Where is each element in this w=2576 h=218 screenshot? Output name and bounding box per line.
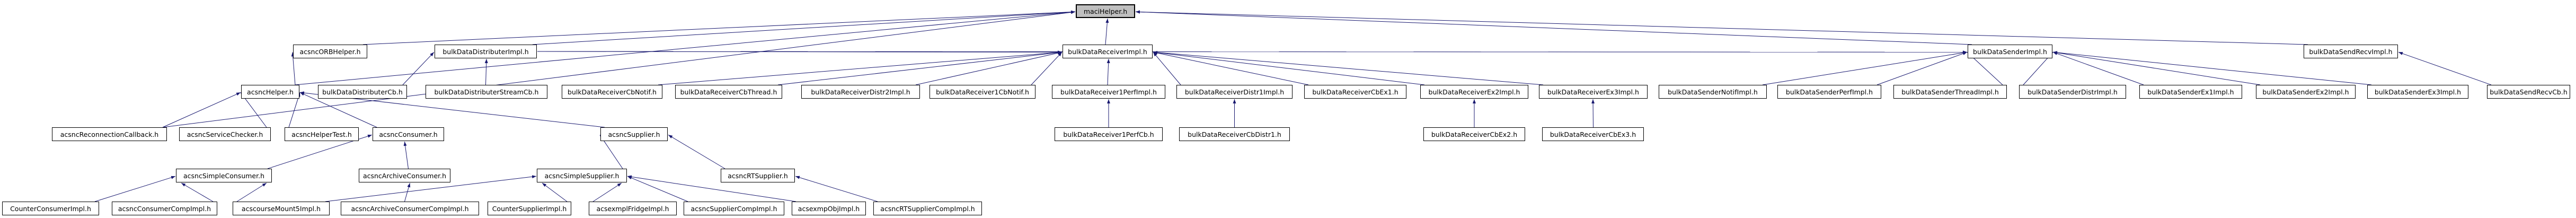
edge-acsexmpobjimpl-h-to-acsncsimplesupplier-h — [627, 175, 796, 202]
edge-bulkdatadistributerimpl-h-to-bulkdatasenderimpl-h — [537, 50, 1968, 54]
node-bulkdatareceiver1perfcb-h[interactable]: bulkDataReceiver1PerfCb.h — [1055, 127, 1163, 141]
edge-bulkdatasenderex2impl-h-to-bulkdatasenderimpl-h — [2052, 51, 2261, 85]
edge-bulkdatadistributercb-h-to-bulkdatadistributerimpl-h — [402, 51, 435, 85]
edge-bulkdatasenderimpl-h-to-macihelper-h — [1135, 10, 1972, 45]
node-bulkdatasendrecvcb-h[interactable]: bulkDataSendRecvCb.h — [2487, 85, 2570, 99]
node-acsncorbhelper-h[interactable]: acsncORBHelper.h — [293, 45, 367, 58]
node-acsncsimpleconsumer-h[interactable]: acsncSimpleConsumer.h — [176, 169, 272, 182]
edge-acsncrtsupplier-h-to-acsncsupplier-h — [668, 134, 725, 169]
edge-acsncreconnectioncallback-h-to-macihelper-h — [162, 11, 1076, 128]
node-acsncreconnectioncallback-h[interactable]: acsncReconnectionCallback.h — [52, 127, 167, 141]
edge-bulkdatadistributerimpl-h-to-macihelper-h — [532, 10, 1076, 45]
edge-bulkdatareceiverex3impl-h-to-bulkdatareceiverimpl-h — [1153, 50, 1544, 85]
node-bulkdatasenderimpl-h[interactable]: bulkDataSenderImpl.h — [1968, 45, 2052, 58]
edge-bulkdatareceivercbthread-h-to-bulkdatareceiverimpl-h — [777, 51, 1063, 85]
node-bulkdatasenderdistrimpl-h[interactable]: bulkDataSenderDistrImpl.h — [2019, 85, 2126, 99]
node-acsncsuppliercompimpl-h[interactable]: acsncSupplierCompImpl.h — [684, 202, 784, 215]
node-bulkdatasendernotifimpl-h[interactable]: bulkDataSenderNotifImpl.h — [1659, 85, 1767, 99]
node-acsncservicechecker-h[interactable]: acsncServiceChecker.h — [179, 127, 271, 141]
edge-bulkdatareceiverdistr1impl-h-to-bulkdatareceiverimpl-h — [1153, 51, 1181, 85]
edge-acscoursemount5impl-h-to-acsncsimplesupplier-h — [325, 175, 537, 202]
edge-bulkdatareceiverex2impl-h-to-bulkdatareceiverimpl-h — [1153, 51, 1425, 85]
edge-acsncrtsuppliercompimpl-h-to-acsncrtsupplier-h — [795, 176, 878, 202]
node-bulkdatareceiverex3impl-h[interactable]: bulkDataReceiverEx3Impl.h — [1539, 85, 1648, 99]
edge-acsncorbhelper-h-to-macihelper-h — [362, 10, 1076, 45]
edge-bulkdatadistributerstreamcb-h-to-bulkdatadistributerimpl-h — [484, 58, 488, 85]
edge-acsncreconnectioncallback-h-to-acsnchelper-h — [162, 92, 241, 128]
edge-bulkdatasenderex3impl-h-to-bulkdatasenderimpl-h — [2052, 51, 2372, 85]
node-bulkdatareceiverimpl-h[interactable]: bulkDataReceiverImpl.h — [1063, 45, 1153, 58]
node-bulkdatareceivercbnotif-h[interactable]: bulkDataReceiverCbNotif.h — [562, 85, 662, 99]
node-acsexmpobjimpl-h[interactable]: acsexmpObjImpl.h — [792, 202, 866, 215]
node-acsncarchiveconsumer-h[interactable]: acsncArchiveConsumer.h — [359, 169, 450, 182]
edge-acsexmplfridgeimpl-h-to-acsncsimplesupplier-h — [592, 182, 622, 202]
node-bulkdatareceiverex2impl-h[interactable]: bulkDataReceiverEx2Impl.h — [1420, 85, 1528, 99]
node-bulkdatasenderex1impl-h[interactable]: bulkDataSenderEx1Impl.h — [2139, 85, 2242, 99]
node-countersupplierimpl-h[interactable]: CounterSupplierImpl.h — [488, 202, 571, 215]
edge-bulkdatareceiverimpl-h-to-macihelper-h — [1105, 18, 1109, 45]
edge-acsncarchiveconsumer-h-to-acsncconsumer-h — [403, 141, 409, 169]
edge-bulkdatareceiver1cbnotif-h-to-bulkdatareceiverimpl-h — [1031, 51, 1063, 85]
edge-bulkdatareceivercbnotif-h-to-bulkdatareceiverimpl-h — [658, 50, 1063, 85]
node-acsncsupplier-h[interactable]: acsncSupplier.h — [600, 127, 668, 141]
edge-bulkdatasenderex1impl-h-to-bulkdatasenderimpl-h — [2052, 51, 2144, 85]
node-acsncarchiveconsumercompimpl-h[interactable]: acsncArchiveConsumerCompImpl.h — [341, 202, 479, 215]
node-bulkdatareceivercbex2-h[interactable]: bulkDataReceiverCbEx2.h — [1423, 127, 1525, 141]
node-bulkdatareceivercbex3-h[interactable]: bulkDataReceiverCbEx3.h — [1542, 127, 1644, 141]
node-bulkdatareceiver1cbnotif-h[interactable]: bulkDataReceiver1CbNotif.h — [930, 85, 1035, 99]
node-bulkdatadistributercb-h[interactable]: bulkDataDistributerCb.h — [318, 85, 407, 99]
node-acsncrtsupplier-h[interactable]: acsncRTSupplier.h — [721, 169, 795, 182]
node-acsncconsumercompimpl-h[interactable]: acsncConsumerCompImpl.h — [112, 202, 217, 215]
node-bulkdatasenderex2impl-h[interactable]: bulkDataSenderEx2Impl.h — [2256, 85, 2356, 99]
edge-acsncconsumer-h-to-acsnchelper-h — [299, 92, 377, 128]
edge-countersupplierimpl-h-to-acsncsimplesupplier-h — [542, 182, 568, 202]
node-bulkdatareceiverdistr2impl-h[interactable]: bulkDataReceiverDistr2Impl.h — [801, 85, 920, 99]
edge-counterconsumerimpl-h-to-acsncsimpleconsumer-h — [94, 176, 176, 202]
edge-bulkdatareceivercbex1-h-to-bulkdatareceiverimpl-h — [1153, 51, 1309, 85]
node-bulkdatadistributerimpl-h[interactable]: bulkDataDistributerImpl.h — [435, 45, 537, 58]
edge-bulkdatareceiver1perfimpl-h-to-bulkdatareceiverimpl-h — [1106, 58, 1110, 85]
edge-acsncconsumercompimpl-h-to-acsncsimpleconsumer-h — [181, 182, 214, 202]
edge-acsncarchiveconsumercompimpl-h-to-acsncarchiveconsumer-h — [404, 182, 411, 202]
node-acsnchelper-h[interactable]: acsncHelper.h — [241, 85, 299, 99]
edge-bulkdatareceiverdistr2impl-h-to-bulkdatareceiverimpl-h — [915, 51, 1063, 85]
node-bulkdatadistributerstreamcb-h[interactable]: bulkDataDistributerStreamCb.h — [426, 85, 547, 99]
edge-acsnchelper-h-to-macihelper-h — [295, 11, 1076, 85]
edge-acscoursemount5impl-h-to-acsncsimpleconsumer-h — [236, 182, 267, 202]
node-bulkdatareceiverdistr1impl-h[interactable]: bulkDataReceiverDistr1Impl.h — [1176, 85, 1293, 99]
node-macihelper-h: maciHelper.h — [1076, 4, 1135, 18]
node-acsncrtsuppliercompimpl-h[interactable]: acsncRTSupplierCompImpl.h — [873, 202, 982, 215]
node-bulkdatareceivercbdistr1-h[interactable]: bulkDataReceiverCbDistr1.h — [1179, 127, 1290, 141]
edge-bulkdatasendrecvcb-h-to-bulkdatasendrecvimpl-h — [2398, 51, 2492, 85]
node-acscoursemount5impl-h[interactable]: acscourseMount5Impl.h — [233, 202, 330, 215]
edge-bulkdatasendernotifimpl-h-to-bulkdatasenderimpl-h — [1762, 51, 1968, 85]
node-bulkdatareceivercbex1-h[interactable]: bulkDataReceiverCbEx1.h — [1304, 85, 1406, 99]
node-bulkdatasenderperfimpl-h[interactable]: bulkDataSenderPerfImpl.h — [1777, 85, 1881, 99]
node-bulkdatasenderex3impl-h[interactable]: bulkDataSenderEx3Impl.h — [2367, 85, 2468, 99]
edge-acsncsuppliercompimpl-h-to-acsncsimplesupplier-h — [627, 176, 688, 202]
node-acsnchelpertest-h[interactable]: acsncHelperTest.h — [285, 127, 359, 141]
node-bulkdatareceiver1perfimpl-h[interactable]: bulkDataReceiver1PerfImpl.h — [1052, 85, 1165, 99]
node-acsncsimplesupplier-h[interactable]: acsncSimpleSupplier.h — [537, 169, 627, 182]
edge-acsnchelper-h-to-acsncorbhelper-h — [291, 52, 296, 85]
node-counterconsumerimpl-h[interactable]: CounterConsumerImpl.h — [2, 202, 99, 215]
node-acsexmplfridgeimpl-h[interactable]: acsexmplFridgeImpl.h — [589, 202, 677, 215]
node-acsncconsumer-h[interactable]: acsncConsumer.h — [373, 127, 444, 141]
node-bulkdatasendrecvimpl-h[interactable]: bulkDataSendRecvImpl.h — [2304, 45, 2398, 58]
edge-bulkdatasendrecvimpl-h-to-macihelper-h — [1135, 10, 2308, 45]
edge-bulkdatareceivercbex3-h-to-bulkdatareceiverex3impl-h — [1591, 99, 1595, 128]
edge-bulkdatasenderperfimpl-h-to-bulkdatasenderimpl-h — [1876, 51, 1968, 85]
node-bulkdatasenderthreadimpl-h[interactable]: bulkDataSenderThreadImpl.h — [1893, 85, 2007, 99]
node-bulkdatareceivercbthread-h[interactable]: bulkDataReceiverCbThread.h — [675, 85, 782, 99]
